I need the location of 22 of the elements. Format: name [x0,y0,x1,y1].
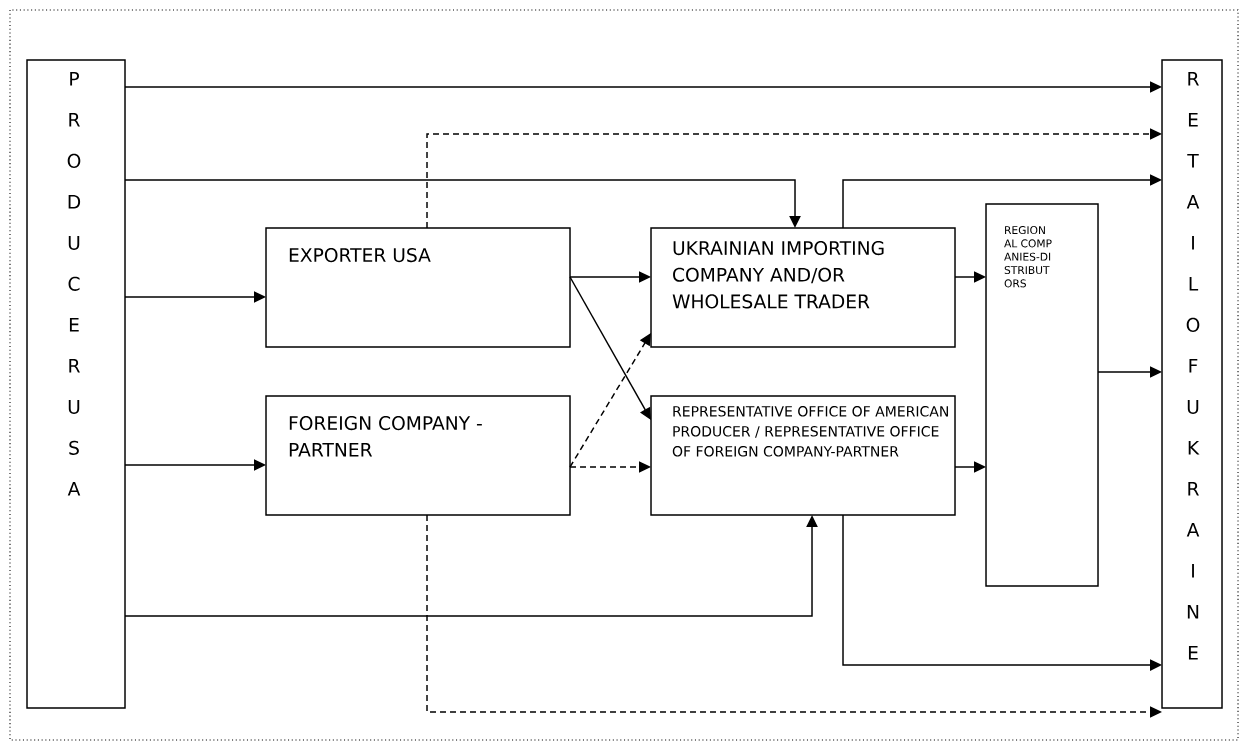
arrow [1097,366,1162,378]
process-box: UKRAINIAN IMPORTING COMPANY AND/OR WHOLESALE TRADER [650,227,956,348]
vertical-box: PRODUCER USA [26,59,126,709]
arrow [569,271,651,283]
arrow [124,291,266,303]
arrow [124,459,266,471]
process-box: EXPORTER USA [265,227,571,348]
arrow [426,128,1162,229]
arrow [569,276,651,420]
arrow [842,514,1162,671]
arrow [954,461,986,473]
arrow [569,461,651,473]
vertical-box: RETAIL OF UKRAINE [1161,59,1223,709]
arrow [842,174,1162,229]
process-box: REPRESENTATIVE OFFICE OF AMERICAN PRODUCER / REPRESENTATIVE OFFICE OF FOREIGN COMPANY-PARTNER [650,395,956,516]
arrow [954,271,986,283]
arrow [124,81,1162,93]
vertical-box: REGIONAL COMPANIES-DISTRIBUTORS [985,203,1099,587]
arrow [124,179,801,228]
process-box: FOREIGN COMPANY - PARTNER [265,395,571,516]
arrow [426,514,1162,718]
arrow [569,333,651,468]
